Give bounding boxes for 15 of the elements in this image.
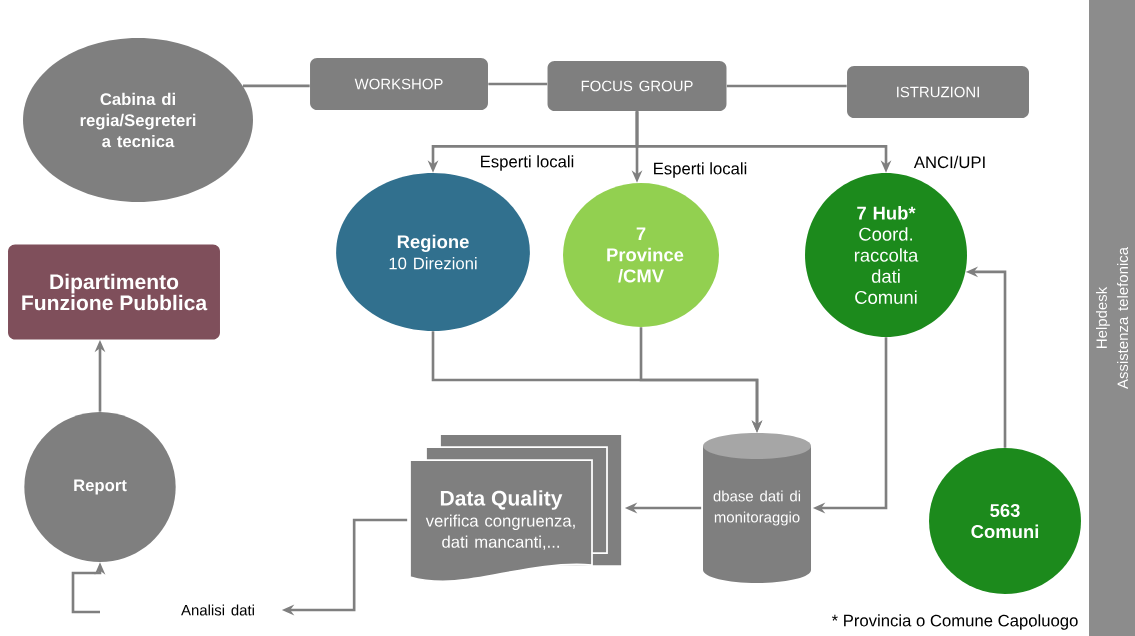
helpdesk-bar: Helpdesk Assistenza telefonica bbox=[1089, 0, 1135, 636]
connector-line bbox=[242, 84, 310, 88]
department-box: Dipartimento Funzione Pubblica bbox=[8, 244, 220, 340]
footnote: * Provincia o Comune Capoluogo bbox=[831, 614, 1078, 630]
activity-box: FOCUS GROUP bbox=[547, 61, 727, 111]
edge-label: Esperti locali bbox=[477, 153, 577, 173]
activity-box: WORKSHOP bbox=[310, 58, 488, 110]
activity-box: ISTRUZIONI bbox=[847, 66, 1029, 118]
connector-line bbox=[726, 84, 847, 88]
database-cylinder: dbase dati di monitoraggio bbox=[703, 433, 811, 583]
connector-line bbox=[488, 82, 548, 86]
edge-label: ANCI/UPI bbox=[912, 154, 988, 170]
text-label: Analisi dati bbox=[181, 604, 254, 616]
document-stack: Data Quality verifica congruenza, dati mancanti,... bbox=[409, 433, 623, 583]
edge-label: Esperti locali bbox=[650, 160, 750, 180]
